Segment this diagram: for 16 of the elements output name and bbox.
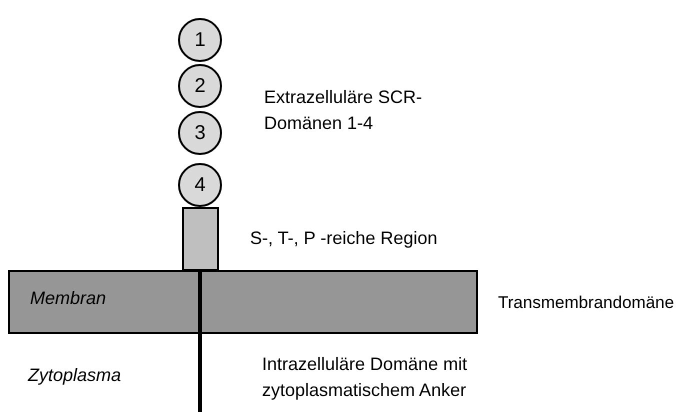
annotation-text: S-, T-, P -reiche Region	[250, 227, 438, 250]
annotation-text: Extrazelluläre SCR-Domänen 1-4	[264, 86, 424, 135]
domain-number: 1	[194, 28, 206, 52]
annotation-text: Zytoplasma	[28, 364, 122, 387]
domain-number: 2	[194, 74, 206, 98]
domain-circle	[178, 18, 222, 62]
membrane-label: Membran	[30, 288, 106, 309]
domain-circle	[178, 111, 222, 155]
domain-circle	[178, 64, 222, 108]
annotation-text: Transmembrandomäne	[498, 292, 676, 314]
membrane-band	[8, 270, 478, 334]
domain-number: 3	[194, 122, 206, 144]
annotation-text: Intrazelluläre Domäne mit zytoplasmatischem Anker	[262, 353, 468, 402]
domain-number: 4	[194, 174, 206, 196]
stalk-region	[182, 207, 219, 271]
domain-circle	[178, 163, 222, 207]
